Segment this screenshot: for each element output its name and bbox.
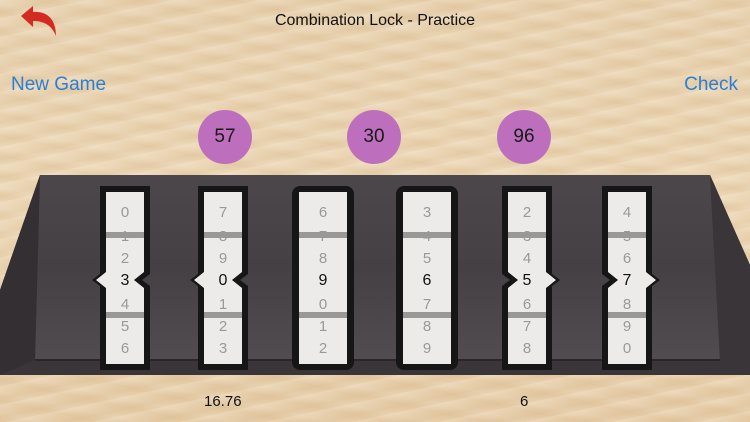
wheel-digit: 7	[522, 318, 532, 335]
wheel-digit: 8	[318, 250, 328, 267]
wheel-digit: 8	[422, 318, 432, 335]
wheel-digit: 4	[120, 296, 130, 313]
wheel-digit: 1	[218, 296, 228, 313]
wheel-5[interactable]: 2 3 4 5 6 7 8	[494, 184, 560, 372]
page-title: Combination Lock - Practice	[274, 12, 476, 29]
wheel-digit: 8	[522, 340, 532, 357]
attempts-value: 6	[520, 393, 529, 410]
wheel-digit: 2	[318, 340, 328, 357]
wheel-digit: 6	[318, 204, 328, 221]
clue-bubble-1: 57	[198, 110, 252, 164]
wheel-digit: 8	[622, 296, 632, 313]
back-button[interactable]	[18, 4, 62, 38]
check-button[interactable]: Check	[684, 74, 738, 95]
wheel-digit: 4	[422, 228, 432, 245]
wheel-digit: 3	[522, 228, 532, 245]
wheel-frame-chevron-right	[502, 186, 560, 370]
clue-bubble-2: 30	[347, 110, 401, 164]
wheel-3[interactable]: 6 7 8 9 0 1 2	[290, 184, 356, 372]
wheel-digit: 2	[120, 250, 130, 267]
wheel-frame-straight	[396, 186, 458, 370]
wheel-selected-digit: 3	[120, 272, 130, 289]
wheel-digit: 9	[218, 250, 228, 267]
wheel-digit: 1	[318, 318, 328, 335]
wheel-frame-chevron-left	[92, 186, 150, 370]
wheel-digit: 6	[522, 296, 532, 313]
wheel-1[interactable]: 0 1 2 3 4 5 6	[92, 184, 158, 372]
wheel-digit: 7	[422, 296, 432, 313]
wheel-digit: 3	[422, 204, 432, 221]
wheel-digit: 9	[422, 340, 432, 357]
wheel-selected-digit: 9	[318, 272, 328, 289]
wheel-digit: 7	[218, 204, 228, 221]
wheel-frame-straight	[292, 186, 354, 370]
wheel-selected-digit: 5	[522, 272, 532, 289]
wheel-digit: 4	[522, 250, 532, 267]
wheel-6[interactable]: 4 5 6 7 8 9 0	[594, 184, 660, 372]
wheel-selected-digit: 6	[422, 272, 432, 289]
wheel-selected-digit: 0	[218, 272, 228, 289]
wheel-frame-chevron-left	[190, 186, 248, 370]
wheel-digit: 6	[622, 250, 632, 267]
clue-bubble-3: 96	[497, 110, 551, 164]
wheel-digit: 6	[120, 340, 130, 357]
wheel-selected-digit: 7	[622, 272, 632, 289]
wheel-digit: 0	[622, 340, 632, 357]
wheel-digit: 5	[622, 228, 632, 245]
wheel-digit: 2	[218, 318, 228, 335]
wheel-digit: 7	[318, 228, 328, 245]
time-value: 16.76	[204, 393, 242, 410]
wheel-digit: 0	[120, 204, 130, 221]
wheel-digit: 2	[522, 204, 532, 221]
wheel-digit: 8	[218, 228, 228, 245]
wheel-digit: 5	[120, 318, 130, 335]
wheel-2[interactable]: 7 8 9 0 1 2 3	[190, 184, 256, 372]
wheel-4[interactable]: 3 4 5 6 7 8 9	[394, 184, 460, 372]
wheel-digit: 4	[622, 204, 632, 221]
new-game-button[interactable]: New Game	[11, 74, 107, 95]
wheel-digit: 0	[318, 296, 328, 313]
wheel-digit: 1	[120, 228, 130, 245]
wheel-digit: 9	[622, 318, 632, 335]
undo-arrow-icon	[21, 6, 56, 36]
wheel-digit: 5	[422, 250, 432, 267]
wheel-frame-chevron-right	[602, 186, 660, 370]
wheel-digit: 3	[218, 340, 228, 357]
